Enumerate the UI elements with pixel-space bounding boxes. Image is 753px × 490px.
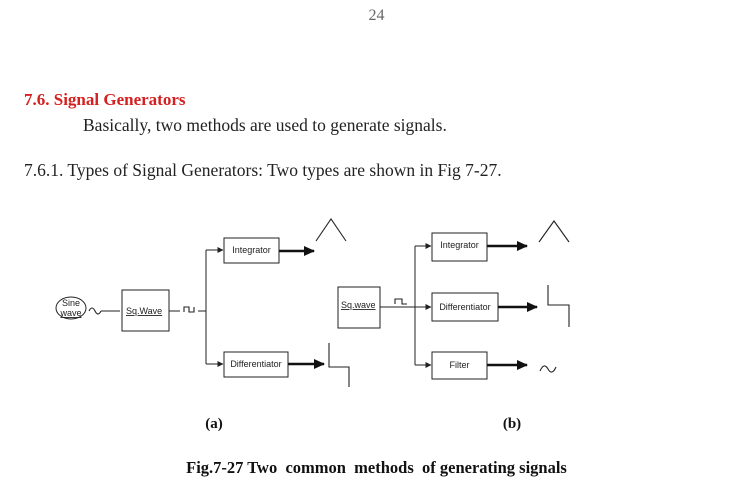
diagram-b: Sq.wave Integrator Differentiator Filter… bbox=[337, 220, 570, 432]
spike-wave-icon-a bbox=[328, 343, 350, 387]
filter-label: Filter bbox=[450, 360, 470, 370]
spike-wave-icon-b bbox=[547, 285, 570, 327]
sublabel-a: (a) bbox=[205, 416, 223, 432]
sine-wave-icon bbox=[88, 307, 102, 315]
differentiator-label-b: Differentiator bbox=[439, 302, 490, 312]
integrator-block-b bbox=[431, 232, 488, 262]
triangle-wave-icon-b bbox=[538, 220, 570, 243]
square-wave-icon-b bbox=[394, 298, 407, 305]
page-number: 24 bbox=[368, 7, 385, 24]
integrator-label-b: Integrator bbox=[440, 240, 479, 250]
sublabel-b: (b) bbox=[503, 416, 521, 432]
integrator-label-a: Integrator bbox=[232, 245, 271, 255]
caption-text: Two common methods of generating signals bbox=[243, 458, 567, 477]
wave-label: wave bbox=[59, 308, 81, 318]
differentiator-label-a: Differentiator bbox=[230, 359, 281, 369]
sq-wave-input-block bbox=[337, 286, 381, 329]
differentiator-block-b bbox=[431, 292, 499, 322]
section-heading: 7.6. Signal Generators bbox=[24, 90, 186, 109]
sine-wave-source bbox=[55, 296, 87, 320]
caption-prefix: Fig.7-27 bbox=[186, 458, 244, 477]
subsection-heading: 7.6.1. Types of Signal Generators: Two t… bbox=[24, 160, 502, 180]
intro-paragraph: Basically, two methods are used to gener… bbox=[83, 115, 447, 135]
figure-caption: Fig.7-27 Two common methods of generatin… bbox=[0, 458, 753, 478]
triangle-wave-icon-a bbox=[315, 218, 347, 242]
sq-wave-input-label: Sq.wave bbox=[341, 300, 376, 310]
sine-wave-output-icon bbox=[539, 365, 557, 373]
square-wave-icon-a bbox=[183, 306, 195, 313]
sine-label: Sine bbox=[62, 298, 80, 308]
integrator-block-a bbox=[223, 237, 280, 264]
filter-block bbox=[431, 351, 488, 380]
diagram-a: Sine wave Sq.Wave Integrator Differentia… bbox=[55, 218, 350, 432]
squarer-label: Sq.Wave bbox=[126, 306, 162, 316]
squarer-block bbox=[121, 289, 170, 332]
